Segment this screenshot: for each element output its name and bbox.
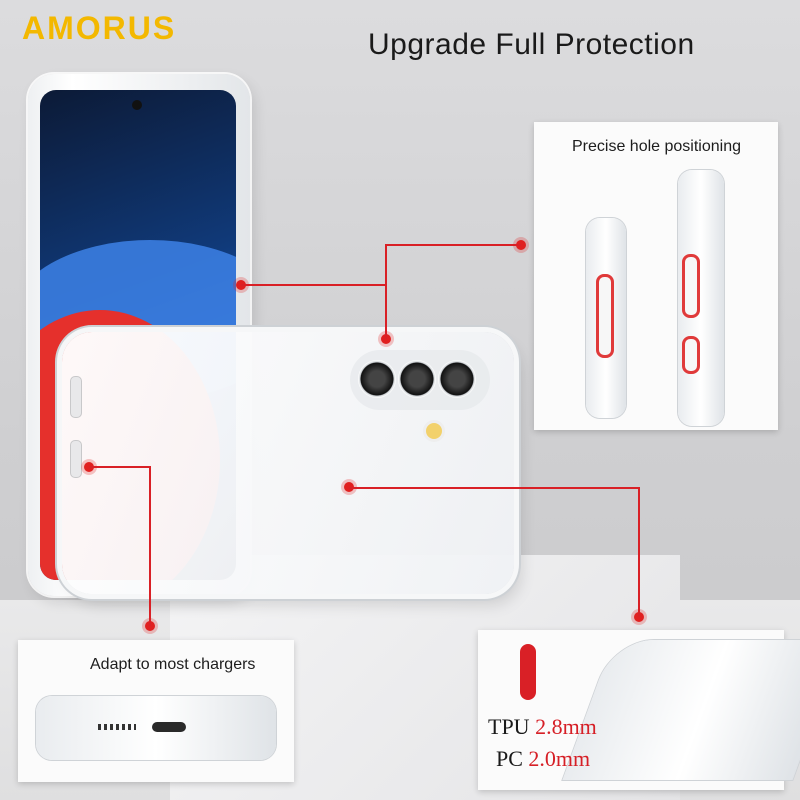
- callout-dot-icon: [145, 621, 155, 631]
- callout-line: [89, 466, 151, 468]
- callout-line: [349, 487, 639, 489]
- phone-back-image: [62, 332, 514, 594]
- tpu-layer-highlight: [520, 644, 536, 700]
- callout-dot-icon: [381, 334, 391, 344]
- tpu-label: TPU: [488, 714, 530, 739]
- case-side-image: [586, 218, 626, 418]
- pc-value: 2.0mm: [528, 746, 591, 771]
- callout-dot-icon: [516, 240, 526, 250]
- tpu-spec: TPU 2.8mm: [488, 714, 597, 740]
- brand-logo: AMORUS: [22, 10, 177, 46]
- charging-port-icon: [152, 722, 186, 732]
- pc-label: PC: [496, 746, 523, 771]
- pc-spec: PC 2.0mm: [496, 746, 590, 772]
- materials-card: TPU 2.8mm PC 2.0mm: [478, 630, 800, 790]
- callout-line: [241, 284, 386, 286]
- case-edge-image: [678, 170, 724, 426]
- callout-line: [638, 487, 640, 617]
- camera-lens-icon: [438, 360, 476, 398]
- hole-positioning-title: Precise hole positioning: [572, 138, 741, 155]
- button-cutout: [596, 274, 614, 358]
- flash-icon: [423, 420, 445, 442]
- camera-lens-icon: [398, 360, 436, 398]
- callout-line: [385, 244, 387, 339]
- chargers-card: Adapt to most chargers: [18, 640, 294, 782]
- tpu-value: 2.8mm: [535, 714, 597, 739]
- camera-lens-icon: [358, 360, 396, 398]
- chargers-title: Adapt to most chargers: [90, 656, 256, 673]
- button-cutout: [682, 254, 700, 318]
- case-bottom-image: [36, 696, 276, 760]
- side-button-volume: [70, 376, 82, 418]
- callout-dot-icon: [634, 612, 644, 622]
- hole-positioning-card: Precise hole positioning: [534, 122, 778, 430]
- callout-line: [149, 466, 151, 626]
- speaker-grill-icon: [98, 724, 136, 730]
- button-cutout: [682, 336, 700, 374]
- callout-line: [385, 244, 521, 246]
- case-corner-image: [562, 640, 800, 780]
- side-button-power: [70, 440, 82, 478]
- page-title: Upgrade Full Protection: [368, 28, 695, 61]
- front-camera-icon: [132, 100, 142, 110]
